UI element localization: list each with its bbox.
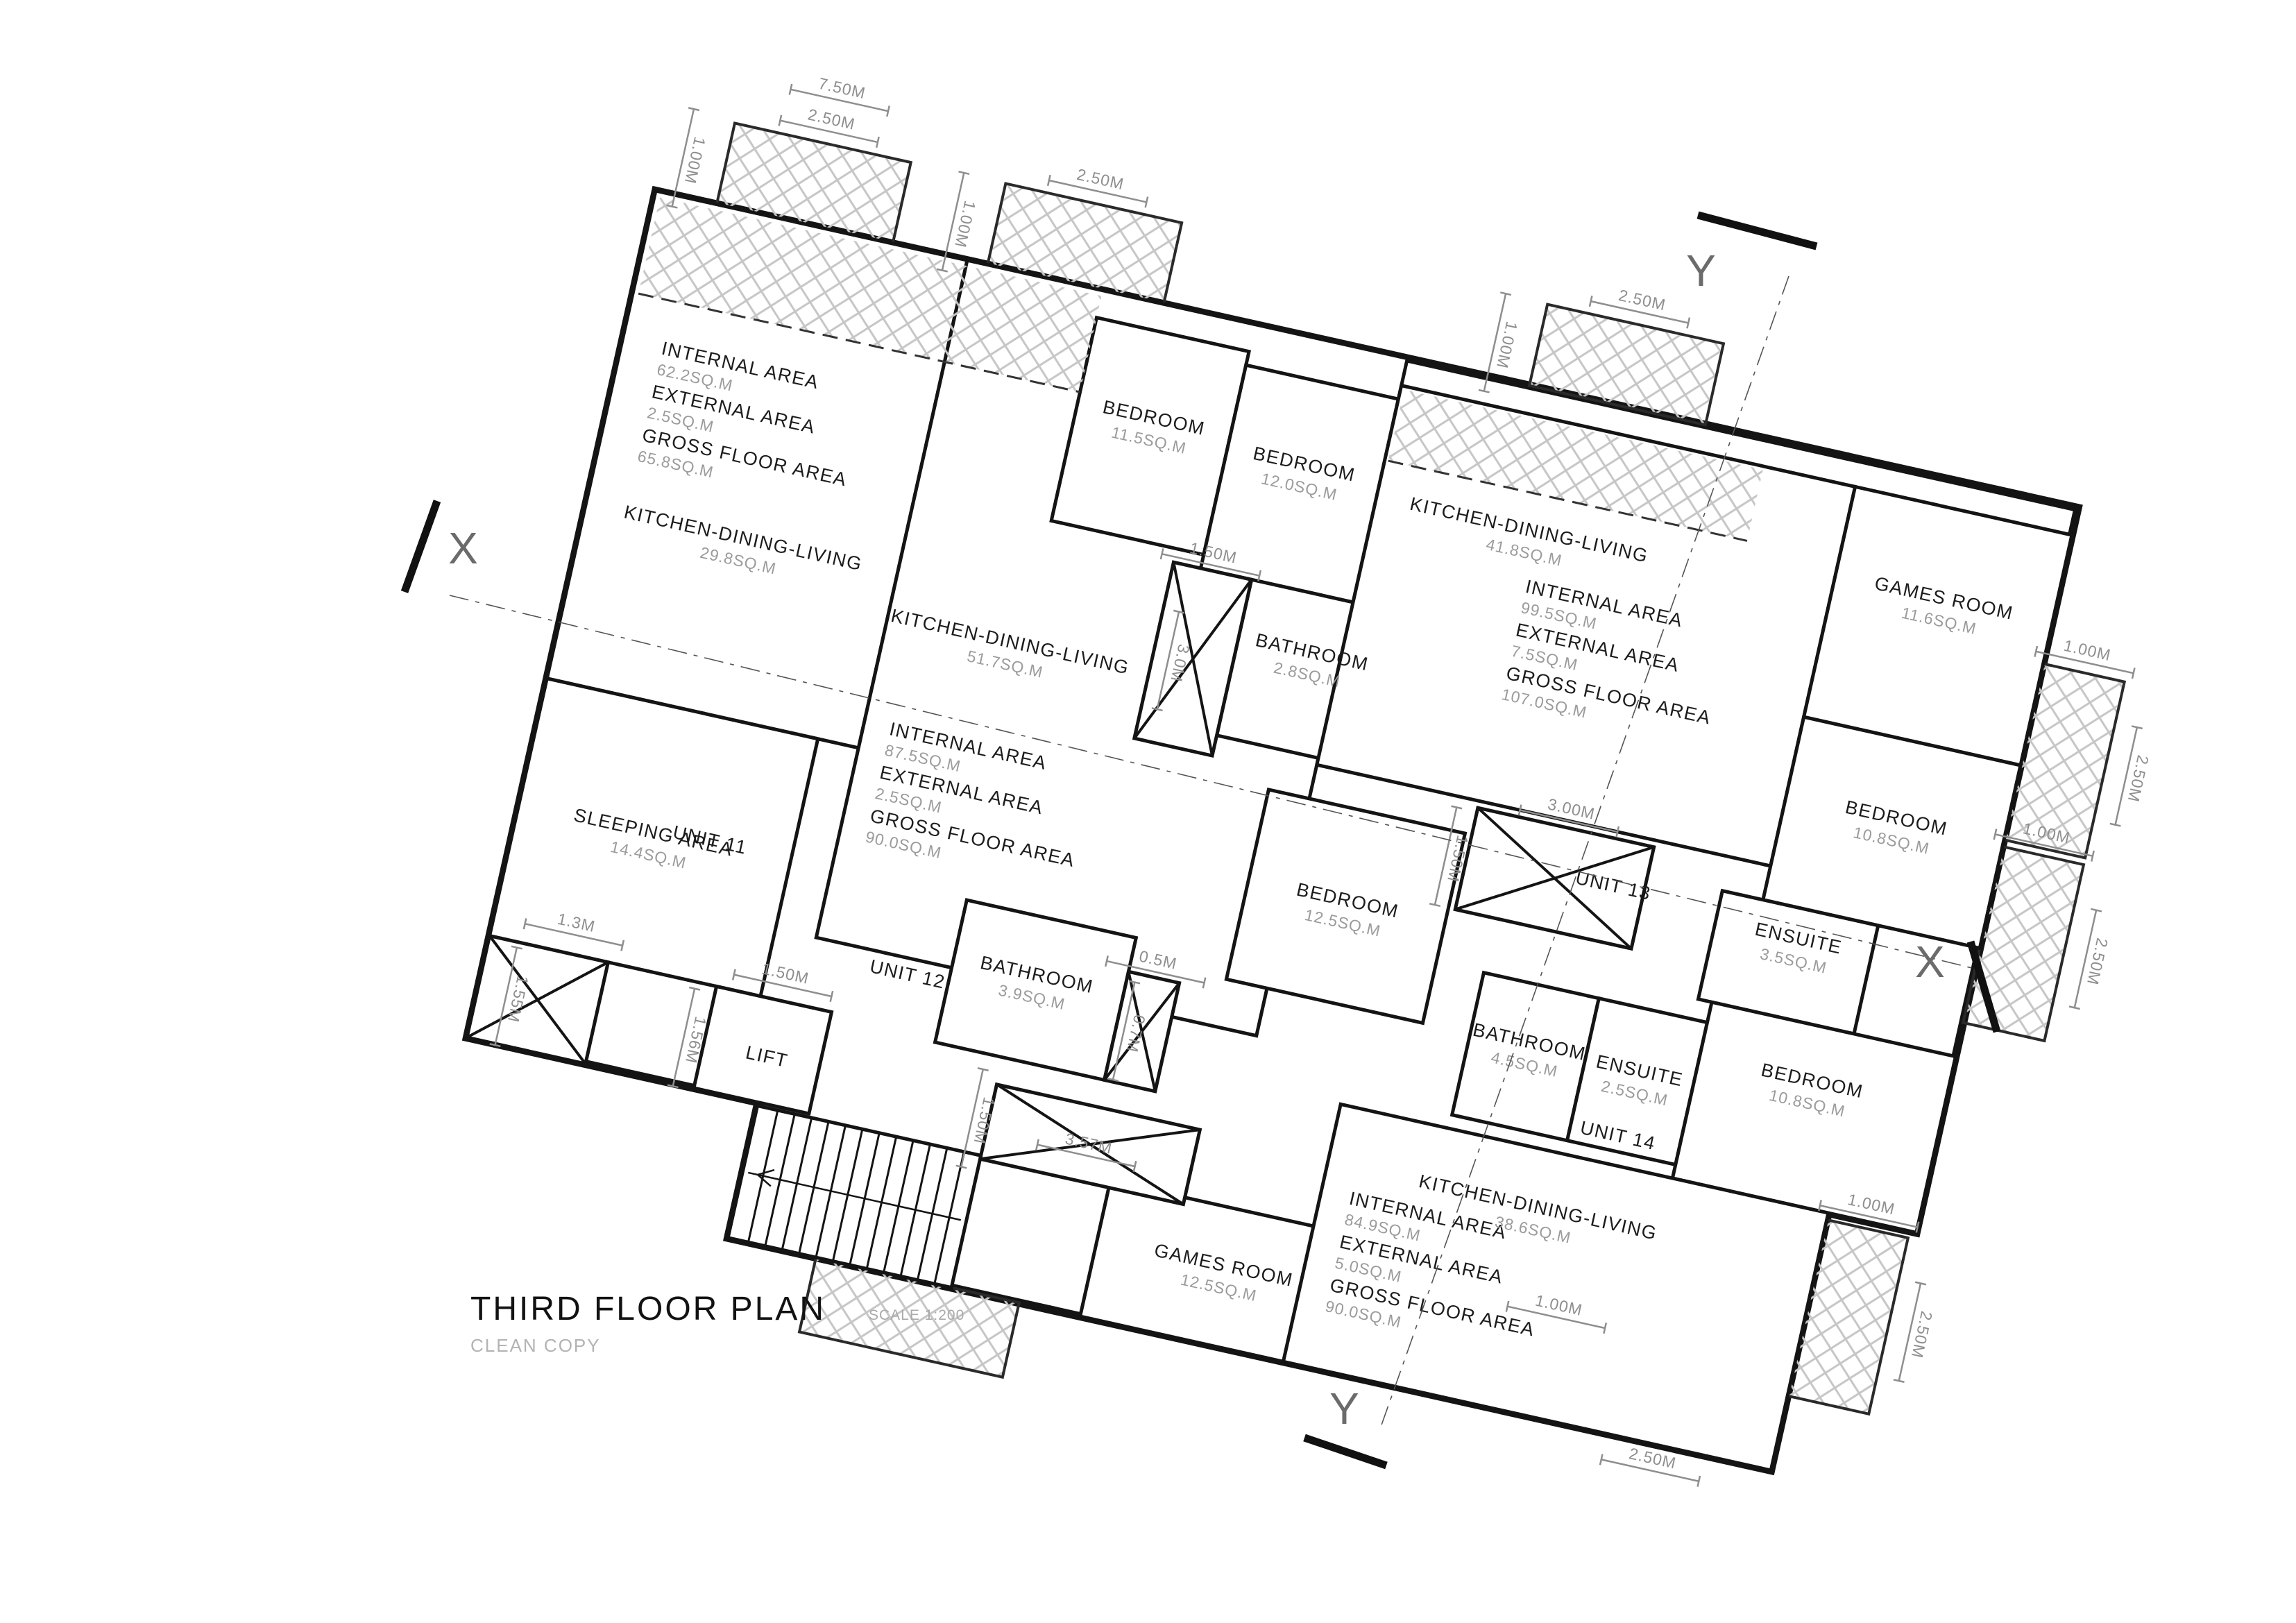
section-tick-y-top (1697, 211, 1818, 250)
dimension-text: 1.00M (951, 199, 979, 250)
section-marker-y-top: Y (1686, 246, 1717, 296)
terrace-dashed-edge-1 (638, 292, 1080, 393)
drawing-subtitle: CLEAN COPY (470, 1335, 601, 1356)
shaft-2 (1132, 560, 1254, 758)
section-tick-x-left (400, 500, 441, 593)
dimension-text: 2.50M (1908, 1309, 1936, 1360)
floor-plan: 7.50M 1.00M 2.50M 1.00M 2.50M 1.00M 2.50M 1.00M… (461, 74, 2152, 1487)
section-marker-x-left: X (448, 523, 479, 573)
dimension-text: 2.50M (806, 105, 857, 133)
room-unit11-lift (691, 984, 834, 1116)
section-line-y (1379, 275, 1789, 1431)
dimension-13: 2.50M (1893, 1281, 1936, 1384)
room-bedroom-12-5 (1224, 787, 1468, 1026)
shaft-1 (464, 933, 611, 1067)
dimension-text: 7.50M (817, 74, 867, 102)
stair-direction-arrow (757, 1169, 775, 1187)
dimension-18: 1.50M (731, 960, 834, 1003)
room-unit11-sleeping-area (487, 676, 820, 999)
dimension-text: 2.50M (1617, 286, 1667, 314)
section-tick-y-bottom (1303, 1434, 1388, 1470)
section-marker-x-right: X (1915, 937, 1946, 987)
shaft-3 (1453, 806, 1656, 951)
shaft-5 (978, 1082, 1202, 1207)
dimension-9: 2.50M (2109, 725, 2152, 827)
dimension-text: 1.00M (2062, 636, 2113, 664)
dimension-text: 2.50M (2125, 754, 2152, 804)
terrace-hatch-2 (1388, 389, 1763, 541)
dimension-1: 7.50M (788, 74, 890, 117)
drawing-title: THIRD FLOOR PLAN (470, 1291, 826, 1327)
dimension-text: 1.00M (1493, 320, 1521, 371)
dimension-11: 2.50M (2068, 908, 2111, 1010)
section-tick-x-right (1966, 940, 2001, 1033)
terrace-hatch-1 (638, 197, 1102, 393)
dimension-text: 2.50M (1075, 165, 1126, 193)
dimension-text: 2.50M (2084, 936, 2111, 987)
balcony-3 (1527, 303, 1726, 427)
dimension-text: 1.00M (681, 135, 709, 186)
section-marker-y-bottom: Y (1329, 1384, 1360, 1434)
staircase (726, 1103, 983, 1290)
room-unit14-kitchen-dining-living (1281, 1102, 1830, 1472)
terrace-dashed-edge-2 (1388, 459, 1748, 542)
drawing-scale: SCALE 1:200 (869, 1307, 964, 1323)
